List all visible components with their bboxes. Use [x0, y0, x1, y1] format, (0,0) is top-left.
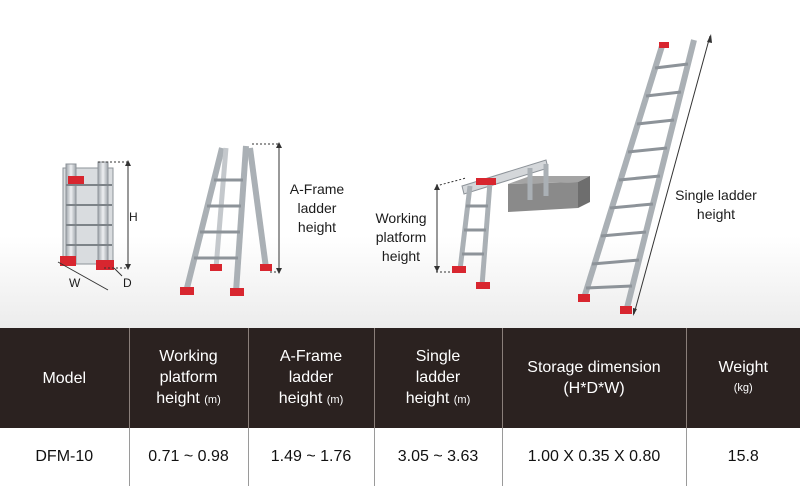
header-single-ladder-height: Single ladder height (m)	[374, 328, 503, 428]
depth-dimension-label: D	[123, 276, 132, 290]
ladder-configurations-graphic	[57, 34, 712, 316]
a-frame-height-label: A-Frame ladder height	[289, 181, 345, 235]
cell-a-frame-height: 1.49 ~ 1.76	[248, 428, 375, 486]
cell-weight: 15.8	[686, 428, 800, 486]
header-model: Model	[0, 328, 130, 428]
product-illustration: H W D A-Frame ladder height Working plat…	[0, 0, 800, 328]
specification-table: Model Working platform height (m) A-Fram…	[0, 328, 800, 486]
single-ladder-image	[578, 34, 712, 316]
single-ladder-height-label: Single ladder height	[675, 187, 757, 222]
cell-model: DFM-10	[0, 428, 130, 486]
a-frame-ladder-image	[180, 142, 282, 296]
cell-single-ladder-height: 3.05 ~ 3.63	[374, 428, 503, 486]
height-dimension-label: H	[129, 210, 138, 224]
folded-ladder-image	[57, 160, 131, 291]
cell-working-platform-height: 0.71 ~ 0.98	[129, 428, 249, 486]
table-row: DFM-10 0.71 ~ 0.98 1.49 ~ 1.76 3.05 ~ 3.…	[0, 428, 800, 486]
working-platform-height-label: Working platform height	[375, 210, 427, 264]
width-dimension-label: W	[69, 276, 81, 290]
header-working-platform-height: Working platform height (m)	[129, 328, 249, 428]
header-weight: Weight (kg)	[686, 328, 800, 428]
header-a-frame-ladder-height: A-Frame ladder height (m)	[248, 328, 375, 428]
working-platform-image	[434, 159, 590, 289]
table-header-row: Model Working platform height (m) A-Fram…	[0, 328, 800, 428]
header-storage-dimension: Storage dimension (H*D*W)	[502, 328, 687, 428]
cell-storage-dimension: 1.00 X 0.35 X 0.80	[502, 428, 687, 486]
